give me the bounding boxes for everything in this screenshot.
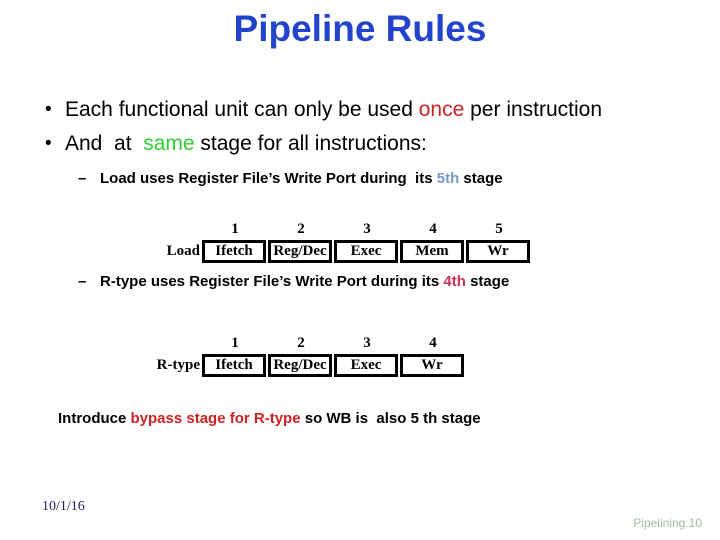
text-segment: stage for all instructions: — [194, 132, 427, 155]
text-segment: same — [143, 132, 195, 155]
text-segment: once — [418, 98, 465, 121]
slide-page-label: Pipelining.10 — [633, 516, 702, 530]
sub-bullet-text: Load uses Register File’s Write Port dur… — [100, 169, 503, 188]
stage-number: 3 — [363, 221, 371, 237]
bullet-item: • Each functional unit can only be used … — [45, 98, 705, 122]
stage-number: 2 — [297, 221, 305, 237]
dash-icon: – — [78, 170, 87, 187]
stage-number: 1 — [231, 221, 239, 237]
text-segment: And at — [65, 132, 144, 155]
sub-bullet-rtype: – R-type uses Register File’s Write Port… — [78, 272, 509, 291]
text-segment: Load uses Register File’s Write Port dur… — [100, 170, 437, 187]
dash-icon: – — [78, 273, 87, 290]
bullet-text: And at same stage for all instructions: — [65, 132, 427, 156]
stage-number-row: 1 2 3 4 — [202, 334, 466, 354]
stage-number: 3 — [363, 335, 371, 351]
text-segment: Introduce — [58, 410, 131, 427]
stage-cell: Exec — [334, 354, 398, 377]
stage-number: 1 — [231, 335, 239, 351]
bullet-dot-icon: • — [45, 133, 52, 154]
table-row-label: R-type — [156, 357, 200, 373]
bullet-list: • Each functional unit can only be used … — [45, 98, 705, 166]
sub-bullet-load: – Load uses Register File’s Write Port d… — [78, 169, 503, 188]
text-segment: per instruction — [464, 98, 603, 121]
text-segment: bypass stage for R-type — [130, 410, 301, 427]
bullet-text: Each functional unit can only be used on… — [65, 98, 602, 122]
stage-cell: Reg/Dec — [268, 354, 332, 377]
slide-title: Pipeline Rules — [233, 8, 487, 49]
stage-number: 5 — [495, 221, 503, 237]
bullet-dot-icon: • — [45, 99, 52, 120]
stage-number-row: 1 2 3 4 5 — [202, 220, 532, 240]
text-segment: Each functional unit can only be used — [65, 98, 419, 121]
stage-number: 2 — [297, 335, 305, 351]
stage-cell: Mem — [400, 240, 464, 263]
text-segment: 5th — [436, 170, 460, 187]
text-segment: stage — [465, 273, 510, 290]
stage-cell: Exec — [334, 240, 398, 263]
text-segment: stage — [459, 170, 503, 187]
sub-bullet-text: R-type uses Register File’s Write Port d… — [100, 272, 509, 291]
stage-number: 4 — [429, 335, 437, 351]
bypass-note: Introduce bypass stage for R-type so WB … — [58, 410, 481, 427]
text-segment: so WB is also 5 th stage — [300, 410, 481, 427]
slide-date: 10/1/16 — [42, 499, 85, 514]
stage-cell: Ifetch — [202, 354, 266, 377]
text-segment: R-type uses Register File’s Write Port d… — [100, 273, 444, 290]
table-row-label: Load — [166, 243, 200, 259]
stage-cell: Reg/Dec — [268, 240, 332, 263]
stage-cell: Ifetch — [202, 240, 266, 263]
stage-cell: Wr — [466, 240, 530, 263]
stage-number: 4 — [429, 221, 437, 237]
stage-cell: Wr — [400, 354, 464, 377]
bullet-item: • And at same stage for all instructions… — [45, 132, 705, 156]
text-segment: 4th — [443, 273, 466, 290]
